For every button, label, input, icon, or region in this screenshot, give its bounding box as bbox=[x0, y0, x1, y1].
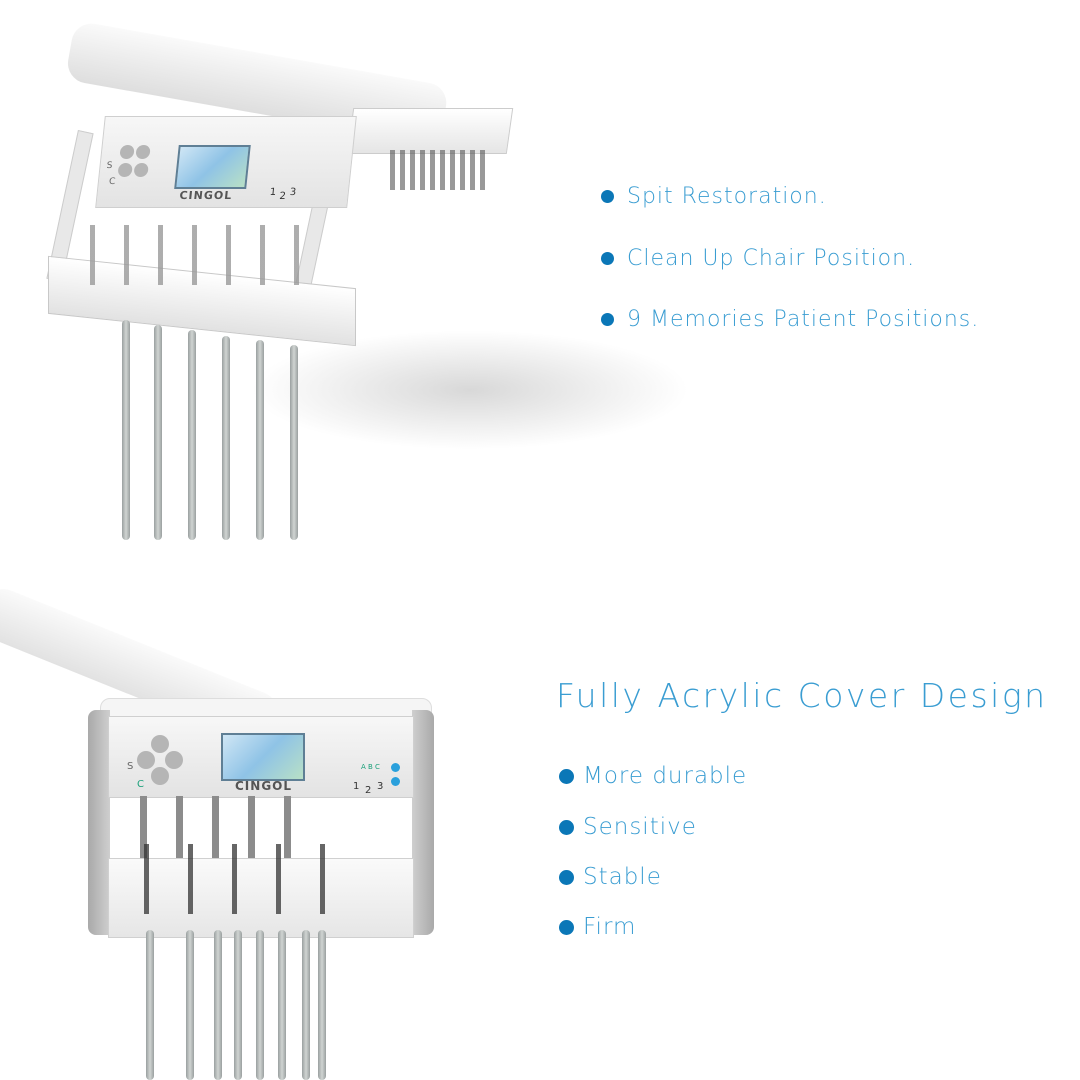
hose bbox=[302, 930, 310, 1080]
feature-more-durable: More durable bbox=[559, 763, 747, 789]
panel-label-abc: A B C bbox=[361, 763, 380, 771]
hose bbox=[146, 930, 154, 1080]
hose bbox=[290, 345, 298, 540]
hose bbox=[222, 336, 230, 540]
feature-text: Firm bbox=[583, 914, 637, 940]
position-button[interactable] bbox=[135, 145, 151, 159]
position-button[interactable] bbox=[165, 751, 183, 769]
feature-text: Stable bbox=[583, 864, 662, 890]
feature-clean-up-chair: Clean Up Chair Position. bbox=[601, 246, 915, 271]
bullet-icon bbox=[601, 313, 614, 326]
control-panel: CINGOL S C A B C 1 2 3 bbox=[108, 716, 414, 798]
hose bbox=[214, 930, 222, 1080]
control-panel: CINGOL S C 1 2 3 bbox=[95, 116, 357, 208]
bullet-icon bbox=[559, 919, 574, 935]
feature-stable: Stable bbox=[559, 864, 662, 890]
position-button[interactable] bbox=[119, 145, 135, 159]
position-button[interactable] bbox=[137, 751, 155, 769]
feature-firm: Firm bbox=[559, 914, 636, 940]
hose bbox=[256, 930, 264, 1080]
bullet-icon bbox=[559, 819, 574, 835]
memory-label-3: 3 bbox=[377, 781, 384, 792]
feature-text: 9 Memories Patient Positions. bbox=[627, 307, 980, 332]
bottom-dental-unit-image: CINGOL S C A B C 1 2 3 bbox=[0, 560, 460, 1080]
memory-label-2: 2 bbox=[278, 191, 287, 202]
feature-sensitive: Sensitive bbox=[559, 814, 697, 840]
panel-label-s: S bbox=[106, 161, 113, 171]
plus-button[interactable] bbox=[391, 763, 400, 772]
memory-label-1: 1 bbox=[353, 781, 360, 792]
position-button[interactable] bbox=[151, 767, 169, 785]
panel-label-s: S bbox=[127, 761, 134, 772]
hose bbox=[188, 330, 196, 540]
hose bbox=[256, 340, 264, 540]
panel-label-c: C bbox=[108, 177, 116, 187]
hose bbox=[234, 930, 242, 1080]
hose bbox=[278, 930, 286, 1080]
hose bbox=[154, 325, 162, 540]
side-cover-right bbox=[412, 710, 434, 935]
minus-button[interactable] bbox=[391, 777, 400, 786]
shadow bbox=[250, 330, 690, 450]
handpieces bbox=[90, 225, 300, 285]
brand-logo: CINGOL bbox=[178, 189, 233, 202]
memory-label-3: 3 bbox=[289, 187, 297, 198]
brand-logo: CINGOL bbox=[235, 779, 293, 793]
hose bbox=[122, 320, 130, 540]
feature-text: More durable bbox=[583, 763, 748, 789]
feature-text: Clean Up Chair Position. bbox=[627, 246, 916, 271]
lcd-screen bbox=[221, 733, 305, 781]
lcd-screen bbox=[174, 145, 251, 189]
bullet-icon bbox=[559, 869, 574, 885]
feature-text: Sensitive bbox=[583, 814, 697, 840]
handpieces bbox=[144, 844, 334, 914]
position-button[interactable] bbox=[117, 163, 133, 177]
position-button[interactable] bbox=[133, 163, 149, 177]
memory-label-2: 2 bbox=[365, 785, 372, 796]
position-button[interactable] bbox=[151, 735, 169, 753]
tray bbox=[346, 108, 514, 154]
side-cover-left bbox=[88, 710, 110, 935]
bullet-icon bbox=[559, 768, 574, 784]
section-title: Fully Acrylic Cover Design bbox=[556, 676, 1048, 715]
top-dental-unit-image: CINGOL S C 1 2 3 bbox=[0, 0, 690, 540]
bullet-icon bbox=[601, 252, 614, 265]
memory-label-1: 1 bbox=[269, 187, 277, 198]
feature-memories: 9 Memories Patient Positions. bbox=[601, 307, 979, 332]
hose bbox=[318, 930, 326, 1080]
feature-spit-restoration: Spit Restoration. bbox=[601, 184, 827, 209]
panel-label-c: C bbox=[137, 779, 144, 790]
tray-connectors bbox=[390, 150, 490, 190]
hose bbox=[186, 930, 194, 1080]
bullet-icon bbox=[601, 190, 614, 203]
feature-text: Spit Restoration. bbox=[627, 184, 827, 209]
